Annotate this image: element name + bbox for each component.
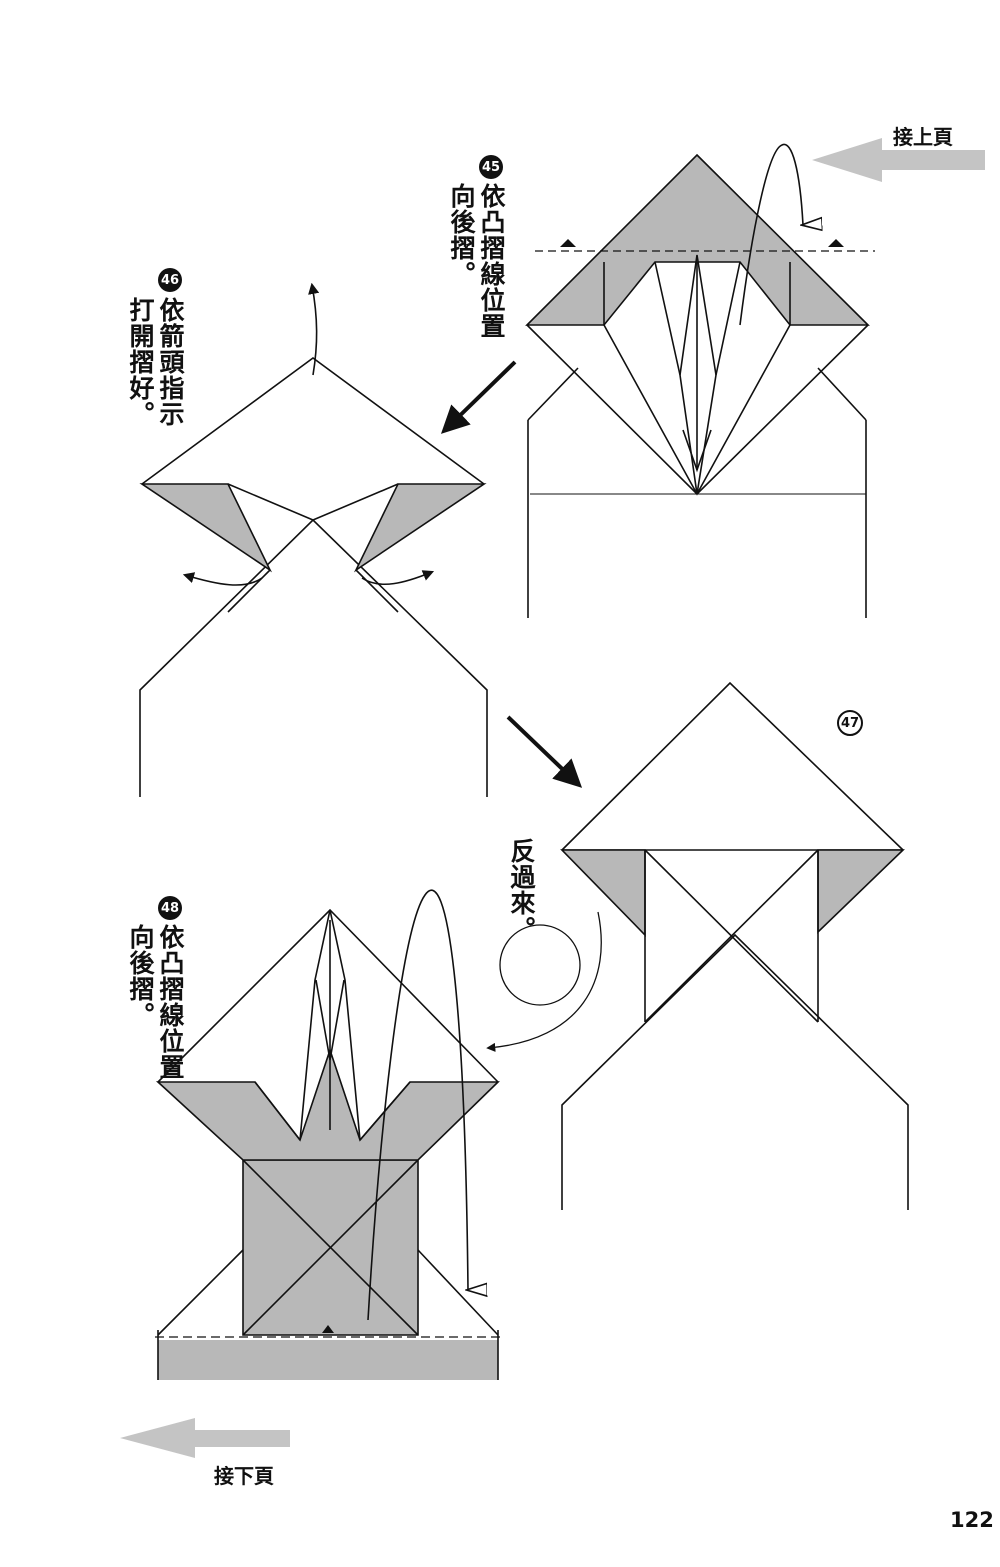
flow-arrow-46-47 xyxy=(506,715,583,788)
flow-arrow-45-46 xyxy=(440,360,517,434)
step-46-number: 46 xyxy=(158,268,182,292)
step-48-diagram xyxy=(155,889,500,1380)
prev-page-label[interactable]: 接上頁 xyxy=(893,125,953,149)
step-47-instruction: 反過來。 xyxy=(507,838,536,942)
next-page-label[interactable]: 接下頁 xyxy=(214,1464,274,1488)
step-48-number: 48 xyxy=(158,896,182,920)
step-48-instruction: 依凸摺線位置 向後摺。 xyxy=(126,924,185,1080)
page-number: 122 xyxy=(950,1508,994,1532)
step-45-diagram xyxy=(525,143,875,618)
next-page-arrow[interactable] xyxy=(120,1418,290,1458)
step-45-instruction: 依凸摺線位置 向後摺。 xyxy=(447,183,506,339)
step-47-diagram xyxy=(560,681,909,1210)
step-47-number: 47 xyxy=(837,710,863,736)
step-46-instruction: 依箭頭指示 打開摺好。 xyxy=(126,297,185,427)
flip-over-arrow xyxy=(486,911,602,1052)
prev-page-arrow[interactable] xyxy=(812,138,985,182)
step-46-diagram xyxy=(139,282,488,797)
step-45-number: 45 xyxy=(479,155,503,179)
